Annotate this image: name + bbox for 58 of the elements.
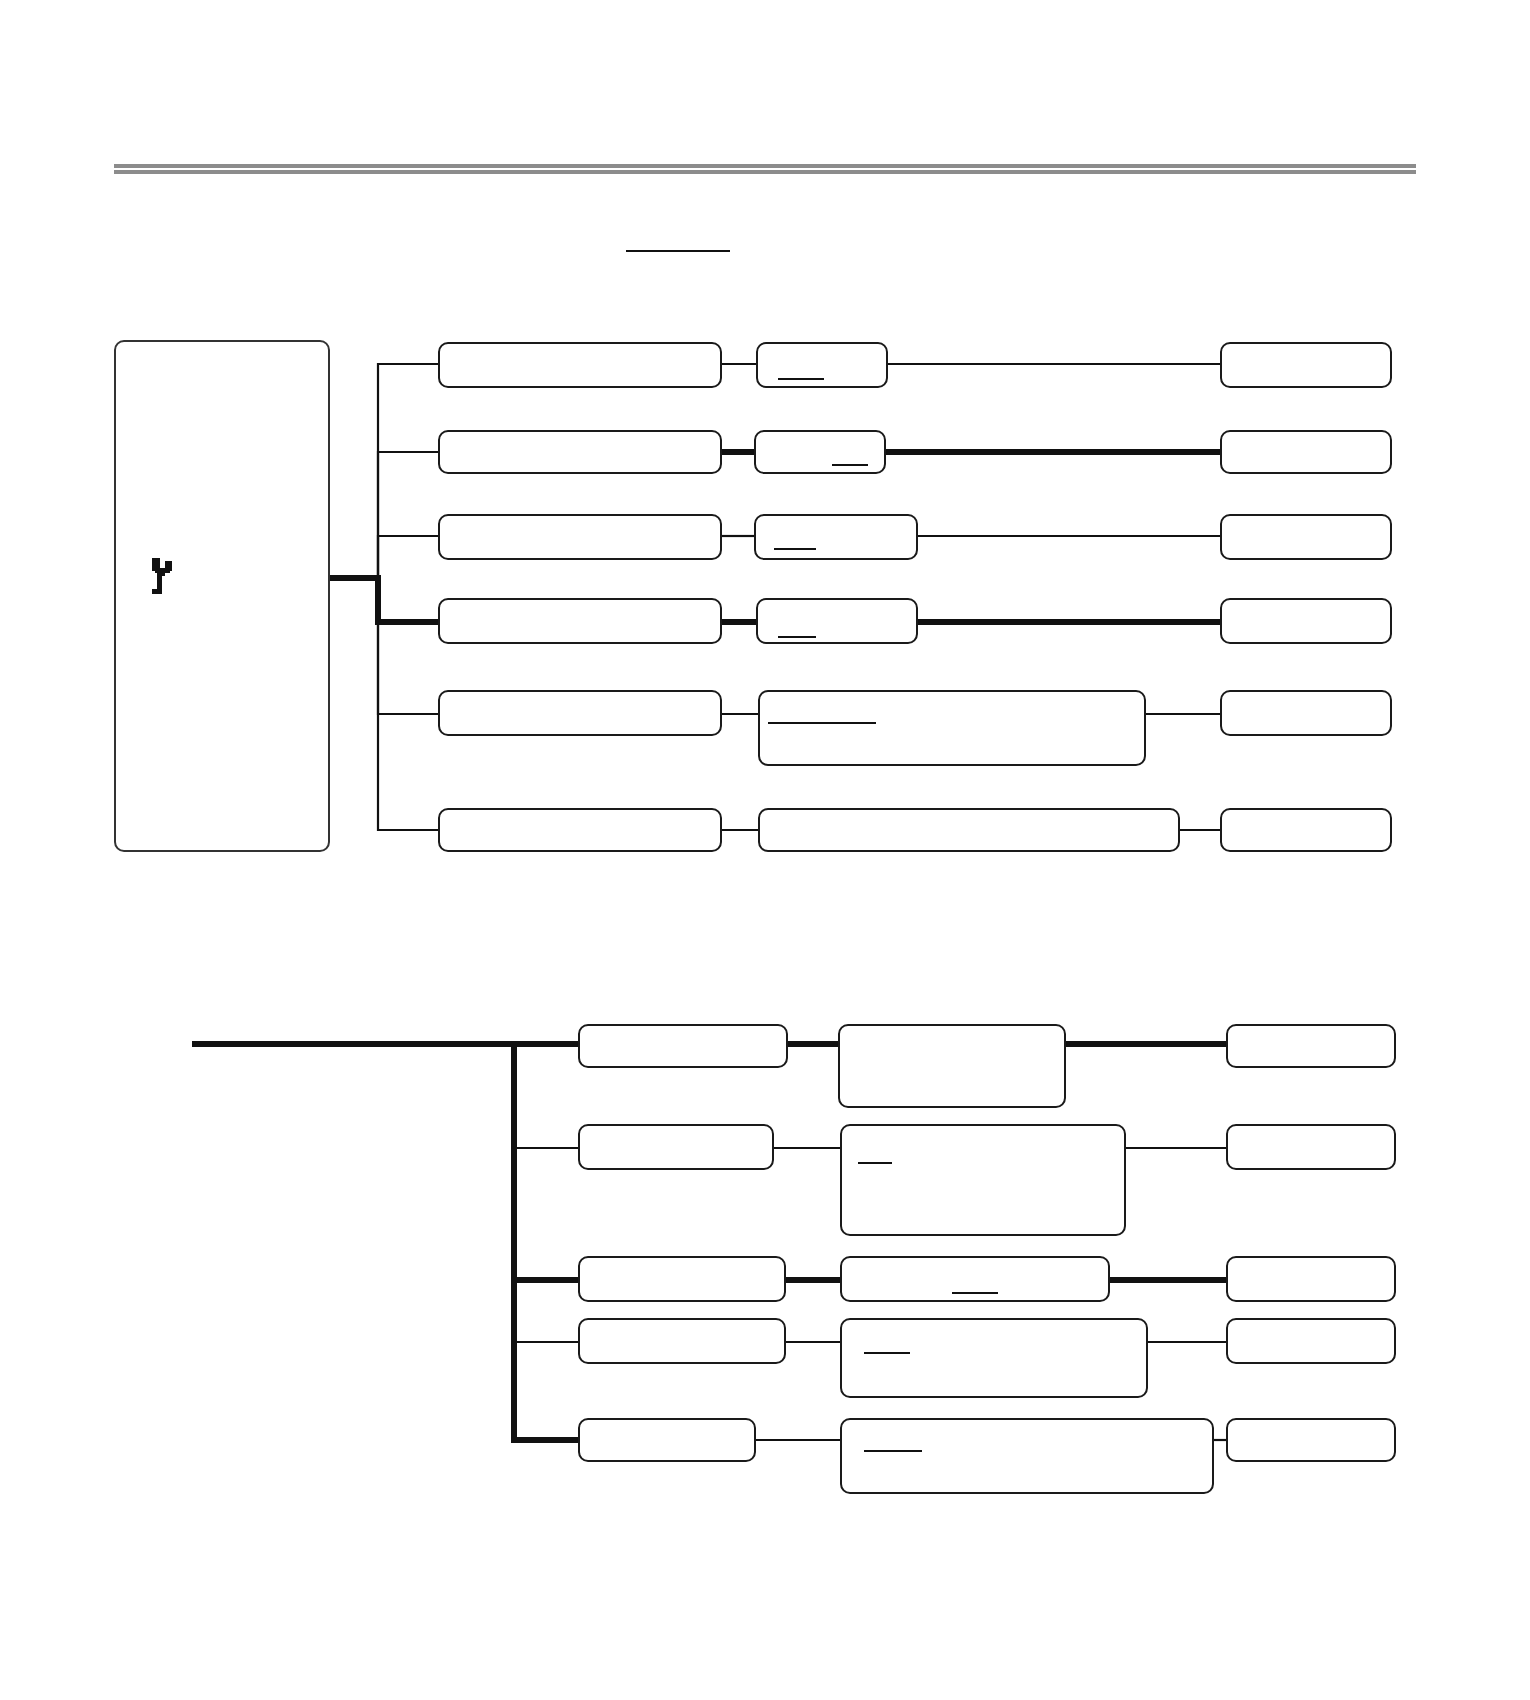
rounded-box (438, 342, 722, 388)
connector-line (1214, 1438, 1226, 1442)
rounded-box (840, 1256, 1110, 1302)
rounded-box (1226, 1124, 1396, 1170)
connector-line (722, 449, 754, 455)
rounded-box (1220, 514, 1392, 560)
rounded-box (1226, 1318, 1396, 1364)
connector-line (330, 575, 438, 625)
connector-line (1146, 712, 1220, 716)
rounded-box (756, 598, 918, 644)
rounded-box (578, 1318, 786, 1364)
rounded-box (754, 430, 886, 474)
rounded-box (438, 514, 722, 560)
rounded-box (438, 690, 722, 736)
connector-line (888, 362, 1220, 366)
connector-line (1066, 1041, 1226, 1047)
rounded-box (1220, 690, 1392, 736)
connector-line (722, 362, 756, 366)
rounded-box (840, 1418, 1214, 1494)
connector-line (756, 1438, 840, 1442)
connector-line (722, 534, 754, 538)
connector-line (1180, 828, 1220, 832)
side-panel (114, 340, 330, 852)
connector-line (788, 1041, 838, 1047)
connector-line (774, 1146, 840, 1150)
connector-line (886, 449, 1220, 455)
connector-line (722, 619, 756, 625)
connector-line (918, 534, 1220, 538)
rounded-box (1220, 430, 1392, 474)
connector-line (786, 1340, 840, 1344)
rounded-box (1220, 598, 1392, 644)
rounded-box (838, 1024, 1066, 1108)
rounded-box (1226, 1418, 1396, 1462)
rounded-box (438, 430, 722, 474)
connector-line (918, 619, 1220, 625)
connector-line (722, 828, 758, 832)
connector-line (1110, 1277, 1226, 1283)
rounded-box (578, 1024, 788, 1068)
rounded-box (578, 1124, 774, 1170)
connector-line (786, 1277, 840, 1283)
rounded-box (1226, 1024, 1396, 1068)
rounded-box (840, 1318, 1148, 1398)
rounded-box (578, 1418, 756, 1462)
rounded-box (578, 1256, 786, 1302)
rounded-box (438, 808, 722, 852)
rounded-box (1220, 342, 1392, 388)
rounded-box (754, 514, 918, 560)
rounded-box (438, 598, 722, 644)
connector-line (1148, 1340, 1226, 1344)
connector-line (192, 1041, 578, 1443)
rounded-box (1226, 1256, 1396, 1302)
connector-line (722, 712, 758, 716)
rounded-box (840, 1124, 1126, 1236)
connector-line (1126, 1146, 1226, 1150)
rounded-box (758, 690, 1146, 766)
rounded-box (1220, 808, 1392, 852)
rounded-box (758, 808, 1180, 852)
rounded-box (756, 342, 888, 388)
